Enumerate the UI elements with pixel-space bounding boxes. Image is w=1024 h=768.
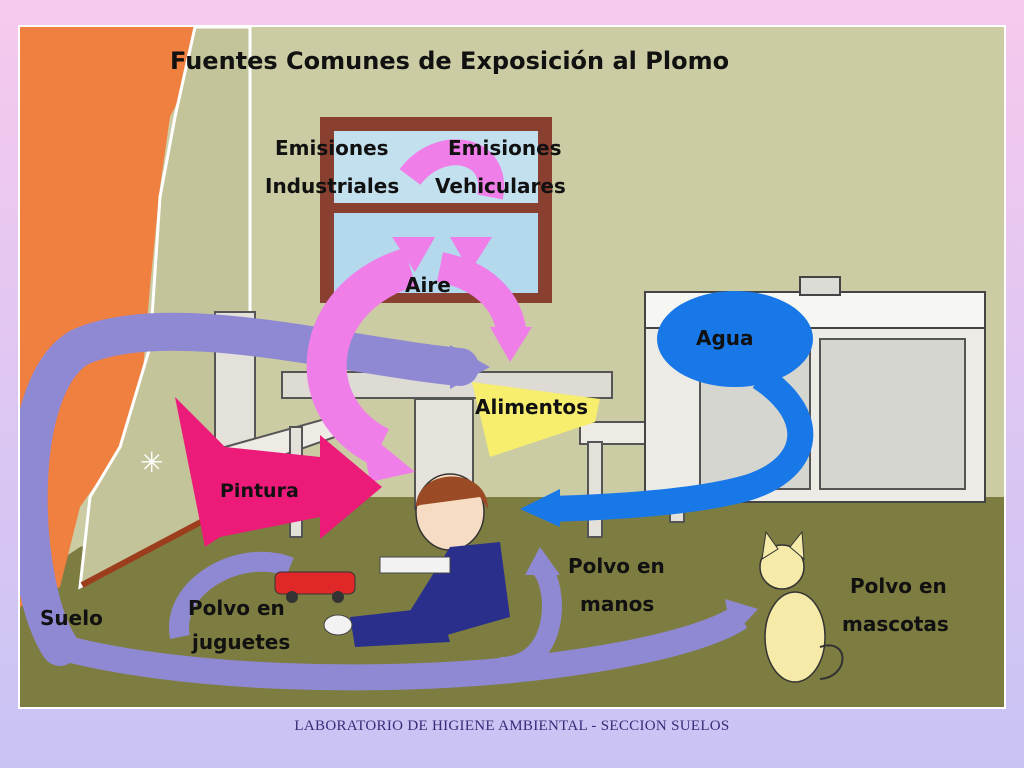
window-sash	[334, 203, 538, 213]
polvo-juguetes-arrow	[169, 551, 294, 639]
cat-ear	[761, 530, 779, 560]
diagram-title: Fuentes Comunes de Exposición al Plomo	[170, 47, 729, 75]
label-agua: Agua	[696, 326, 754, 350]
polvo-manos-arrow	[499, 559, 562, 677]
label-pintura: Pintura	[220, 480, 299, 502]
label-suelo: Suelo	[40, 606, 103, 630]
cabinet-door-right	[819, 338, 966, 490]
agua-bubble	[657, 291, 813, 387]
cat-body	[764, 591, 826, 683]
aire-arrowhead-right	[490, 327, 532, 362]
label-aire: Aire	[405, 273, 451, 297]
doorknob-mark: ✳	[140, 446, 163, 479]
label-emisiones-vehiculares-2: Vehiculares	[435, 174, 566, 198]
cat-ear	[789, 530, 805, 561]
child-foot	[323, 614, 353, 636]
label-alimentos: Alimentos	[475, 395, 588, 419]
child-hair	[416, 476, 488, 509]
label-emisiones-industriales-2: Industriales	[265, 174, 399, 198]
cat-tail	[819, 644, 844, 680]
label-emisiones-industriales-1: Emisiones	[275, 136, 389, 160]
aire-arrowhead-left	[360, 427, 415, 482]
suelo-floor-arrow	[56, 605, 748, 691]
suelo-arrowhead	[450, 345, 490, 389]
footer-caption: LABORATORIO DE HIGIENE AMBIENTAL - SECCI…	[294, 718, 730, 734]
suelo-floor-arrowhead	[725, 599, 758, 637]
toy-car-wheel	[332, 591, 344, 603]
agua-arrow	[549, 366, 814, 522]
emisiones-arrowhead-left	[392, 237, 435, 272]
floor	[20, 497, 1004, 707]
alimentos-arrow	[472, 382, 600, 457]
label-polvo-manos-2: manos	[580, 592, 654, 616]
polvo-manos-arrowhead	[525, 547, 560, 575]
chair-right-leg	[587, 441, 603, 538]
label-emisiones-vehiculares-1: Emisiones	[448, 136, 562, 160]
label-polvo-mascotas-1: Polvo en	[850, 574, 947, 598]
label-polvo-juguetes-2: juguetes	[191, 630, 290, 654]
label-polvo-manos-1: Polvo en	[568, 554, 665, 578]
toy-car-wheel	[286, 591, 298, 603]
agua-arrowhead	[520, 489, 560, 527]
faucet	[799, 276, 841, 296]
lead-exposure-illustration: ✳	[18, 25, 1006, 709]
illustration-canvas: ✳	[20, 27, 1004, 707]
emisiones-arrowhead-right	[450, 237, 492, 272]
toy-car	[274, 571, 356, 595]
pintura-arrow	[175, 397, 382, 547]
label-polvo-mascotas-2: mascotas	[842, 612, 949, 636]
aire-arrow-left	[306, 247, 417, 465]
door	[20, 27, 195, 607]
emisiones-arrow	[399, 139, 505, 200]
cat-head	[759, 544, 805, 590]
child-arm	[379, 556, 451, 574]
label-polvo-juguetes-1: Polvo en	[188, 596, 285, 620]
child-legs	[350, 607, 450, 647]
